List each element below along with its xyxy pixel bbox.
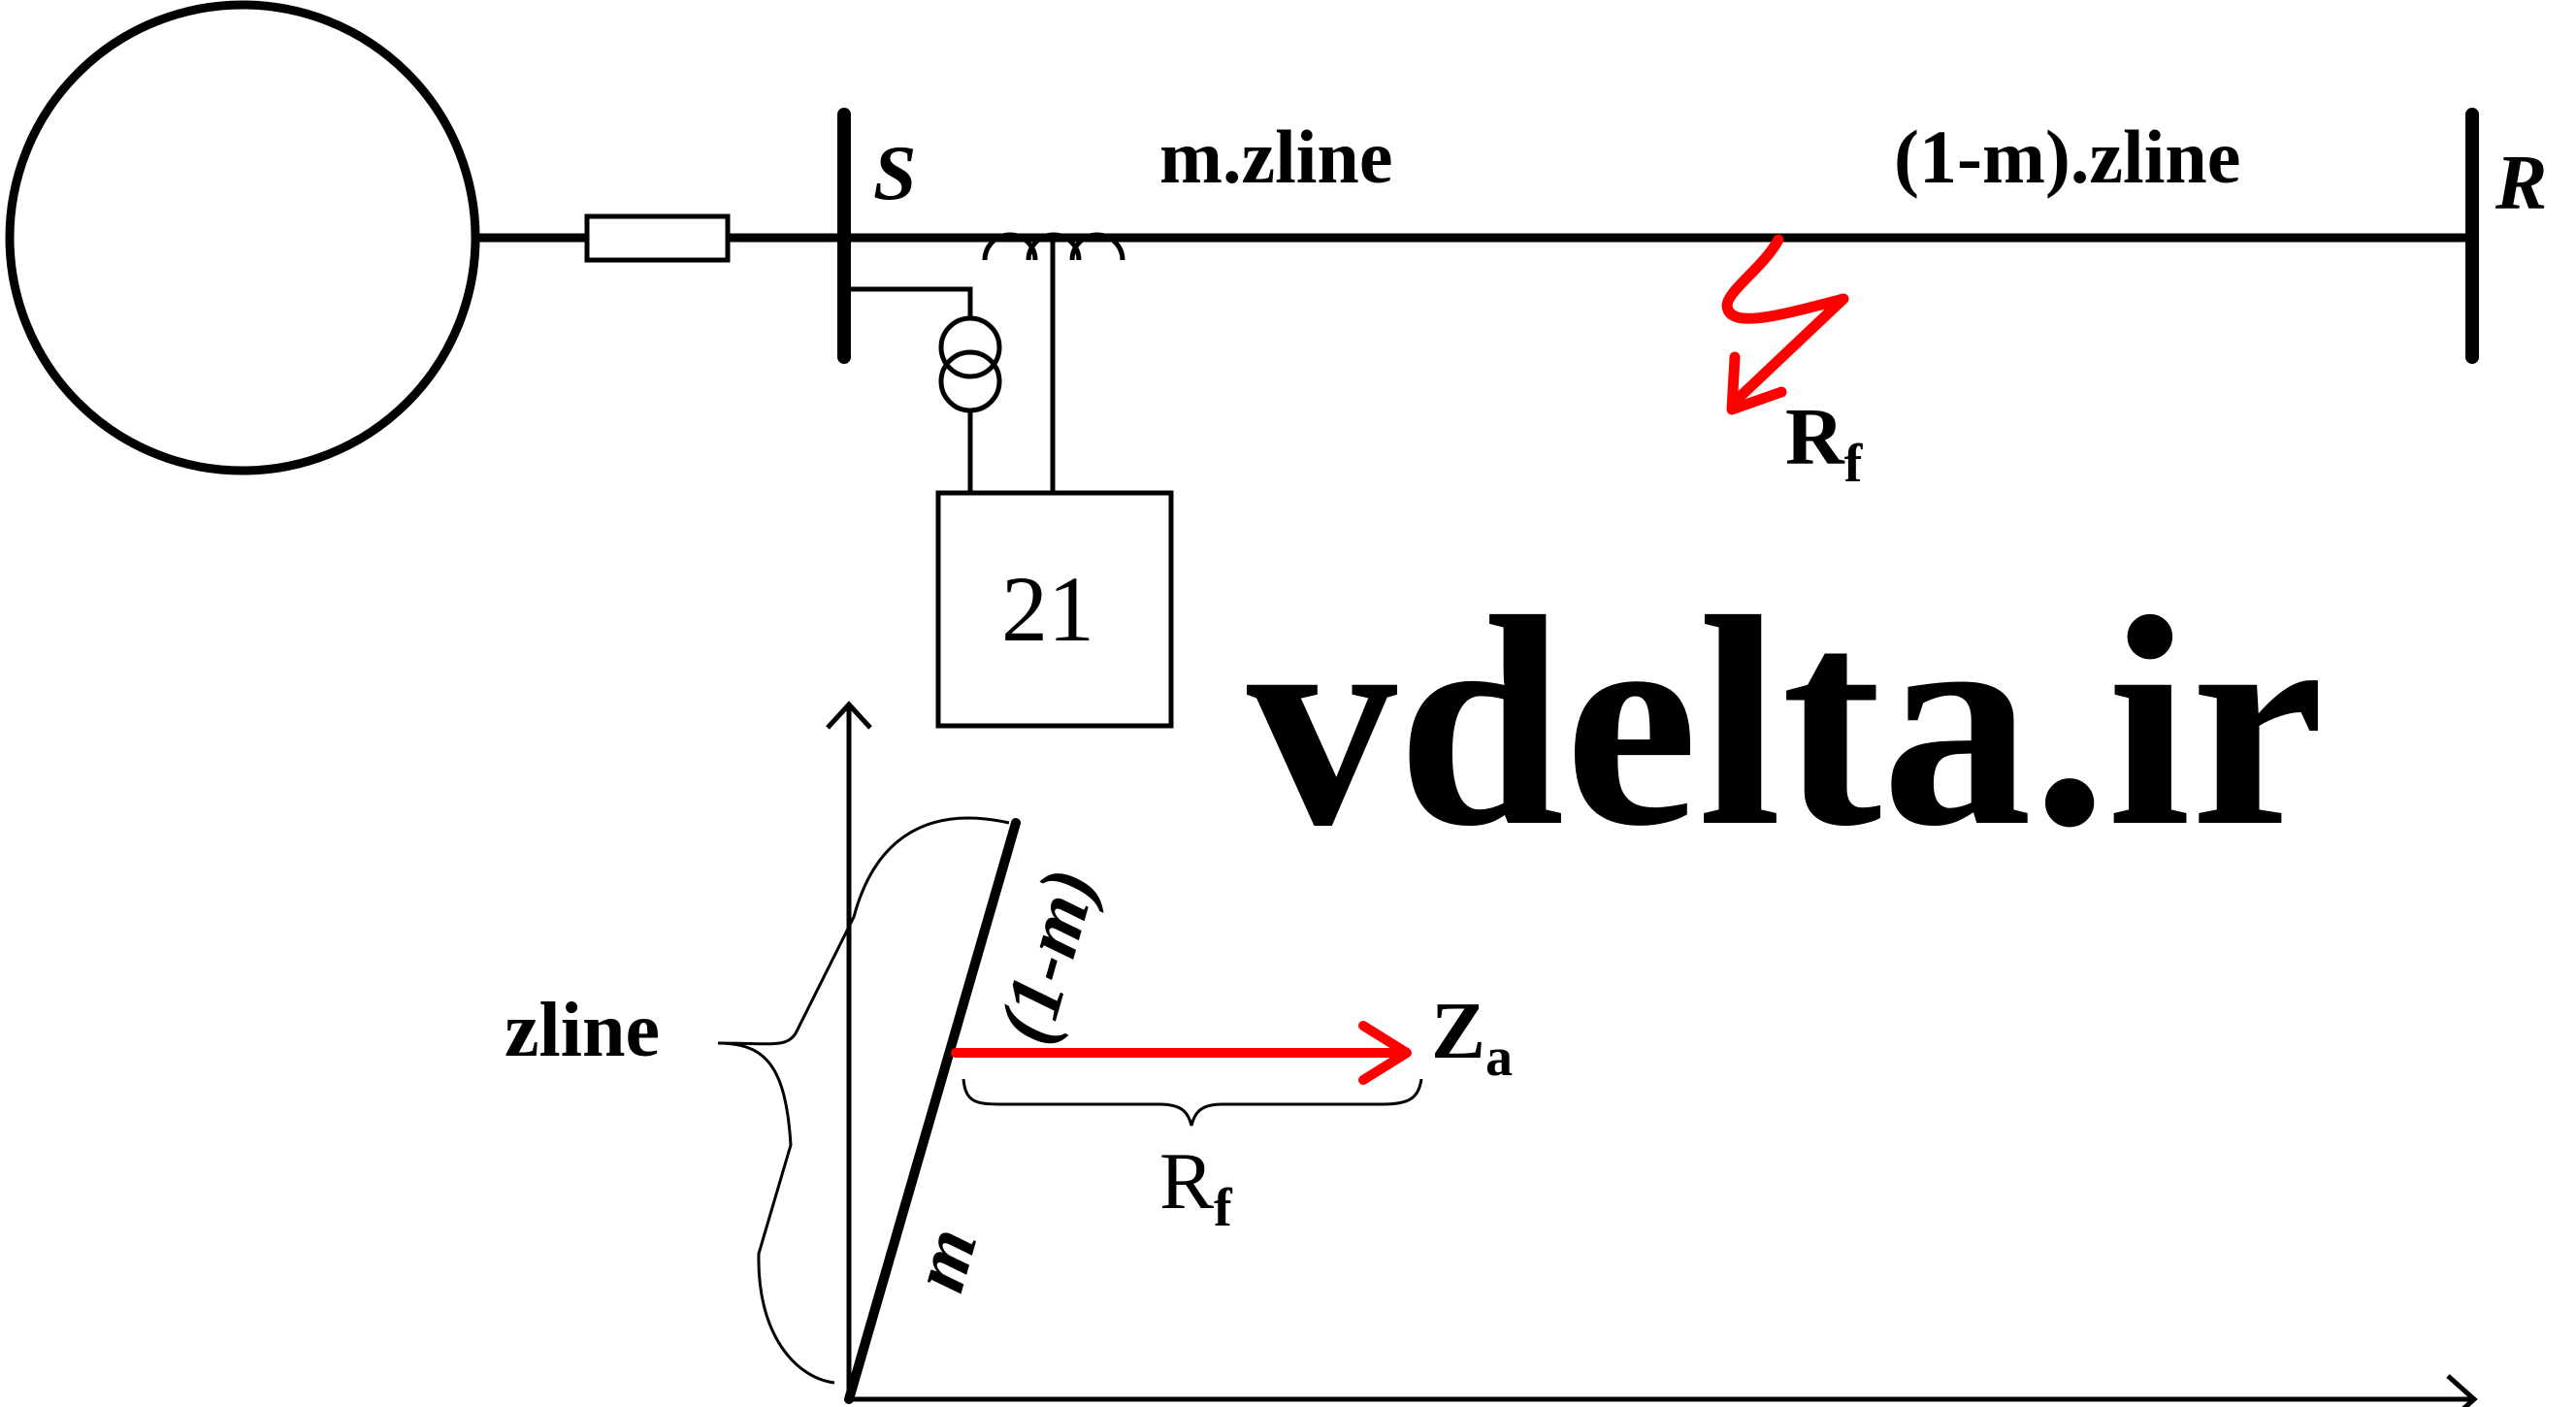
fault-bolt [1721, 234, 1849, 406]
current-transformer [982, 232, 1125, 261]
watermark: vdelta.ir [1247, 556, 2325, 889]
rf-label: Rf [1159, 1136, 1233, 1238]
far-fraction-label: (1-m) [983, 860, 1114, 1053]
source-impedance [584, 213, 731, 263]
voltage-transformer-lower [938, 349, 1002, 413]
fault-resistance-label: Rf [1785, 392, 1864, 494]
near-fraction-label: m [896, 1219, 995, 1300]
fault-resistance-symbol: R [1785, 392, 1845, 482]
fault-resistance-subscript: f [1844, 434, 1864, 494]
line-impedance-characteristic [844, 818, 1021, 1404]
fault-symbol [1721, 234, 1849, 415]
source-generator [5, 0, 480, 475]
voltage-transformer-upper [938, 315, 1002, 379]
rf-symbol: R [1159, 1136, 1214, 1227]
bus-r-label: R [2494, 141, 2547, 226]
vt-connection [844, 286, 973, 318]
apparent-impedance-subscript: a [1485, 1028, 1513, 1088]
za-vector-arrowhead [1358, 1021, 1412, 1085]
distance-relay-box [935, 490, 1174, 729]
rf-subscript: f [1214, 1178, 1233, 1238]
y-axis-arrowhead [826, 701, 872, 730]
impedance-plane [717, 701, 2478, 1407]
single-line-diagram [5, 0, 2479, 729]
fault-arrowhead [1726, 351, 1787, 415]
relay-label: 21 [1001, 557, 1094, 661]
apparent-impedance-label: Za [1431, 986, 1513, 1088]
zline-brace [717, 816, 1010, 1385]
x-axis-arrowhead [2446, 1374, 2478, 1407]
apparent-impedance-vector [951, 1021, 1412, 1085]
zline-label: zline [505, 988, 660, 1073]
bus-s-label: S [873, 131, 917, 216]
rf-brace [962, 1078, 1423, 1127]
far-segment-label: (1-m).zline [1894, 115, 2240, 199]
near-segment-label: m.zline [1159, 115, 1392, 199]
apparent-impedance-symbol: Z [1431, 986, 1485, 1076]
